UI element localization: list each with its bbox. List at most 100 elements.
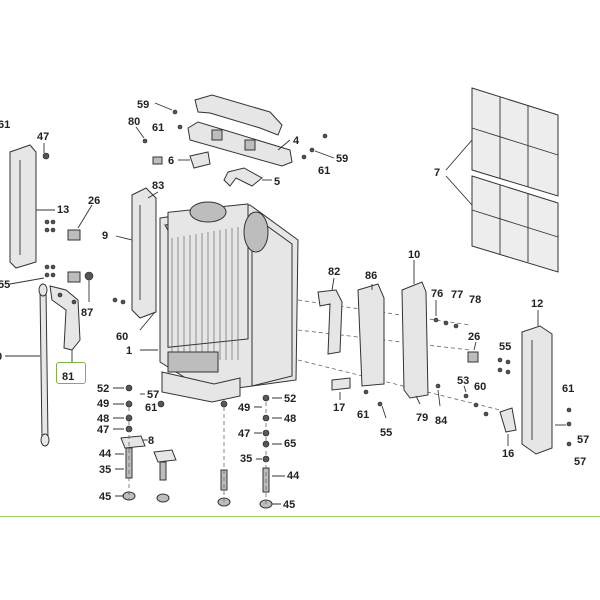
callout-35: 35 <box>99 464 111 476</box>
callout-49: 49 <box>97 398 109 410</box>
callout-80: 80 <box>128 116 140 128</box>
callout-82: 82 <box>328 266 340 278</box>
side-panel-12 <box>521 325 553 455</box>
bolt-78 <box>453 323 459 329</box>
pin-80 <box>142 138 148 144</box>
leader-80 <box>135 126 145 139</box>
leader-4 <box>277 139 291 151</box>
callout-1: 1 <box>126 345 132 357</box>
callout-77: 77 <box>451 289 463 301</box>
bracket-86 <box>357 283 385 387</box>
callout-26: 26 <box>468 331 480 343</box>
callout-57: 57 <box>577 434 589 446</box>
leader-60a <box>139 311 156 331</box>
bolt-84 <box>435 383 441 389</box>
callout-61: 61 <box>0 119 10 131</box>
mount-stack-center-left <box>153 400 177 503</box>
leader-7 <box>445 139 473 206</box>
nut-hardware-left <box>44 219 56 278</box>
bottom-leaders <box>113 387 285 505</box>
bracket-5 <box>223 167 263 187</box>
callout-57: 57 <box>574 456 586 468</box>
clip-26-right <box>467 351 479 363</box>
leader-59a <box>154 102 173 111</box>
bolt-59a <box>172 109 178 115</box>
alignment-line-3 <box>297 359 501 411</box>
screen-lower-7 <box>471 175 559 273</box>
callout-48: 48 <box>97 413 109 425</box>
leader-82 <box>331 277 335 291</box>
leader-26b <box>473 341 477 351</box>
callout-55: 55 <box>0 279 10 291</box>
leader-55c <box>381 405 387 419</box>
leader-84 <box>437 389 441 407</box>
callout-17: 17 <box>333 402 345 414</box>
callout-44: 44 <box>99 448 112 460</box>
callout-12: 12 <box>531 298 543 310</box>
callout-44: 44 <box>287 470 300 482</box>
callout-9: 9 <box>102 230 108 242</box>
callout-6: 6 <box>168 155 174 167</box>
nut-83-hw <box>152 156 163 165</box>
bolt-57b <box>566 441 572 447</box>
leader-26 <box>77 204 93 229</box>
bolt-60b <box>473 402 479 408</box>
callout-59: 59 <box>137 99 149 111</box>
leader-9 <box>115 235 133 241</box>
callout-45: 45 <box>99 491 111 503</box>
callout-47: 47 <box>97 424 109 436</box>
hardware-55b <box>497 357 511 375</box>
callout-65: 65 <box>284 438 296 450</box>
screen-upper-7 <box>471 87 559 197</box>
mount-stack-left <box>120 384 146 501</box>
clip-26b <box>67 271 81 283</box>
callout-7: 7 <box>434 167 440 179</box>
bolt-55c <box>377 401 383 407</box>
callout-61: 61 <box>562 383 574 395</box>
callout-35: 35 <box>240 453 252 465</box>
callout-48: 48 <box>284 413 296 425</box>
callout-52: 52 <box>284 393 296 405</box>
callout-10: 10 <box>408 249 420 261</box>
washer-61a <box>177 124 183 130</box>
callout-55: 55 <box>380 427 392 439</box>
bolt-mount-left <box>112 297 118 303</box>
footer-divider <box>0 516 600 517</box>
bracket-81 <box>49 285 81 351</box>
callout-13: 13 <box>57 204 69 216</box>
radiator-assembly-1 <box>159 201 299 403</box>
callout-49: 49 <box>238 402 250 414</box>
bolt-47 <box>42 152 50 160</box>
callout-labels: 61 47 13 26 55 87 0 81 59 80 61 6 83 4 5… <box>0 99 589 511</box>
callout-47: 47 <box>37 131 49 143</box>
bracket-10 <box>401 281 429 399</box>
callout-47: 47 <box>238 428 250 440</box>
callout-76: 76 <box>431 288 443 300</box>
leader-55 <box>9 277 45 285</box>
latch-16 <box>499 407 517 433</box>
callout-57: 57 <box>147 389 159 401</box>
callout-61: 61 <box>152 122 164 134</box>
callout-59: 59 <box>336 153 348 165</box>
bolt-53 <box>463 393 469 399</box>
callout-4: 4 <box>293 135 300 147</box>
leader-79 <box>415 395 421 405</box>
clip-6 <box>189 151 211 169</box>
callout-60: 60 <box>116 331 128 343</box>
callout-81: 81 <box>62 371 74 383</box>
callout-86: 86 <box>365 270 377 282</box>
mount-axis-lines <box>128 395 267 508</box>
bolt-61-right <box>566 407 572 413</box>
callout-79: 79 <box>416 412 428 424</box>
callout-55: 55 <box>499 341 511 353</box>
bolt-mount-left-2 <box>120 299 126 305</box>
bracket-82 <box>317 289 343 355</box>
top-guard-4 <box>187 94 293 167</box>
callout-60: 60 <box>474 381 486 393</box>
washer-61d <box>483 411 489 417</box>
leader-53 <box>463 385 467 393</box>
callout-61: 61 <box>318 165 330 177</box>
callout-61: 61 <box>145 402 157 414</box>
highlight-box-callout-81 <box>56 362 86 384</box>
